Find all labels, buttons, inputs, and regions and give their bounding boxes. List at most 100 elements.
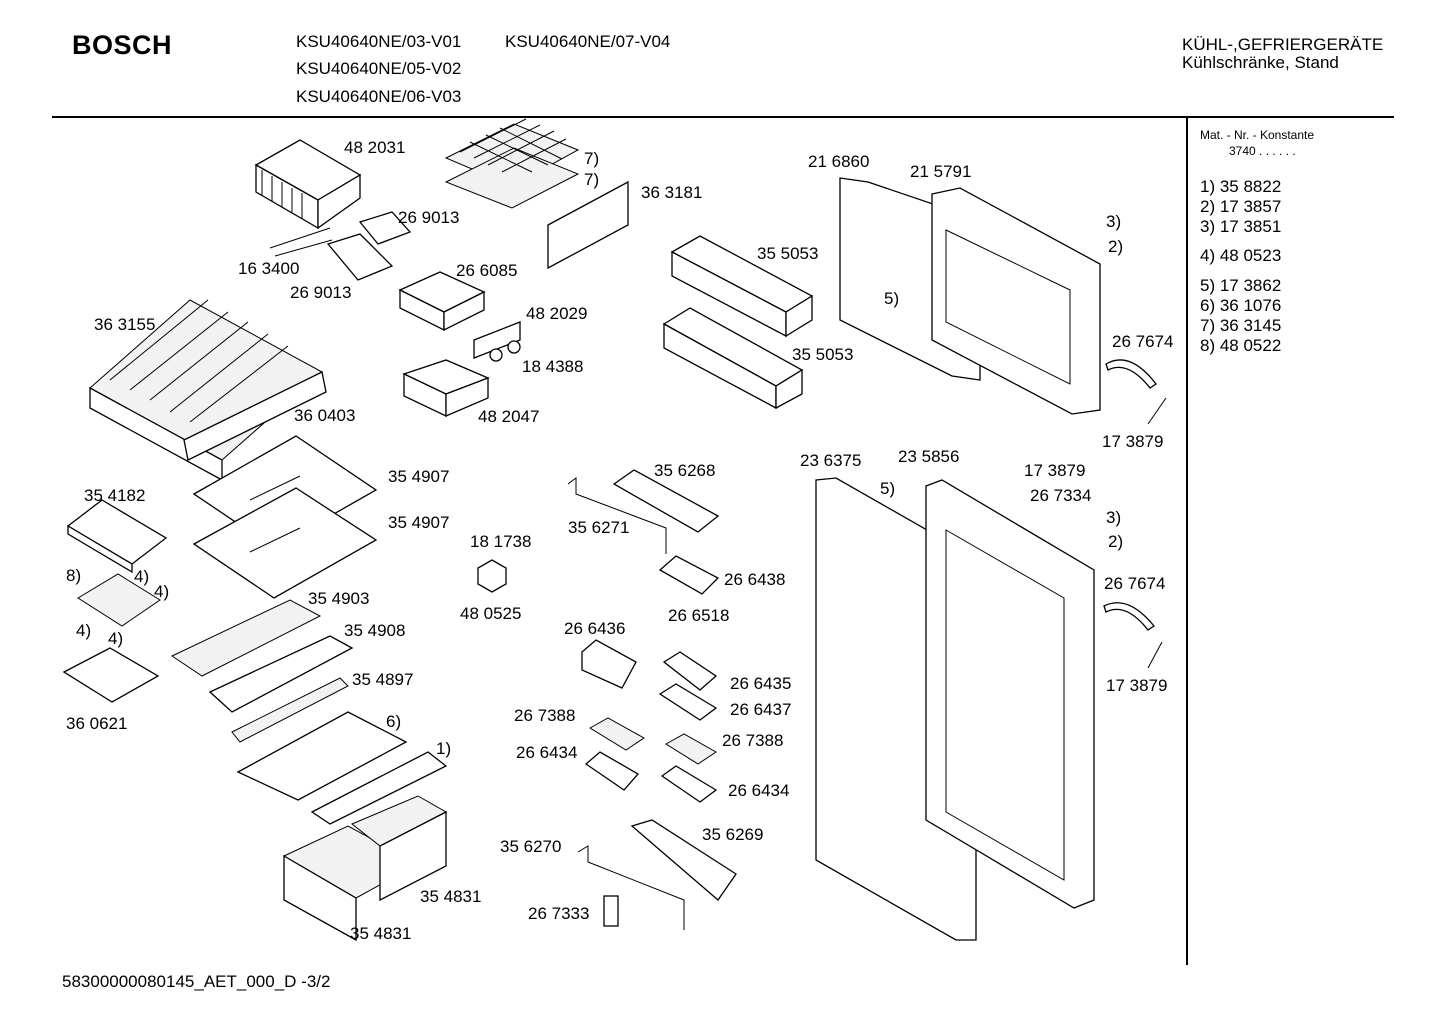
part-label: 26 7388 [514,706,576,725]
part-label: 26 9013 [290,283,352,302]
model-number: KSU40640NE/05-V02 [296,59,462,78]
sidebar-item: 2) 17 3857 [1200,197,1282,216]
part-label: 17 3879 [1106,676,1168,695]
small-bin-part [660,765,718,803]
part-label: 26 6438 [724,570,786,589]
small-drawer-part [402,359,490,418]
wire-grid-part [444,118,580,209]
part-label: 35 5053 [757,244,819,263]
part-label: 26 9013 [398,208,460,227]
egg-tray-part [66,499,168,574]
door-shelf-part [630,819,737,901]
part-label: 4) [76,621,92,640]
freezer-box-part [254,139,362,230]
small-bin-part [658,683,718,721]
part-label: 26 7333 [528,904,590,923]
part-label: 18 4388 [522,357,584,376]
part-label: 26 6435 [730,674,792,693]
crisper-cover-part [236,711,408,801]
part-label: 35 4182 [84,486,146,505]
sidebar-item: 3) 17 3851 [1200,217,1282,236]
part-label: 18 1738 [470,532,532,551]
cover-strip-part [310,751,448,825]
handle-part [1105,359,1157,389]
part-label: 26 7674 [1104,574,1166,593]
part-label: 8) [66,566,82,585]
rod-part [567,477,667,554]
part-label: 7) [584,170,600,189]
small-tray-part [62,647,160,703]
part-label: 35 4897 [352,670,414,689]
part-label: 4) [154,582,170,601]
door-bin-part [670,235,814,338]
part-label: 35 4907 [388,467,450,486]
part-label: 35 6270 [500,837,562,856]
part-label: 26 7388 [722,731,784,750]
door-bin-part [662,307,804,410]
part-label: 35 4907 [388,513,450,532]
part-label: 36 0621 [66,714,128,733]
door-shelf-part [612,469,720,533]
sidebar-item: 7) 36 3145 [1200,316,1282,335]
sidebar-item: 5) 17 3862 [1200,276,1282,295]
small-box-part [77,573,161,627]
shelf-cover-part [170,599,322,677]
part-label: 26 6518 [668,606,730,625]
ice-tray-part [269,211,412,281]
brand-logo: BOSCH [72,30,173,60]
egg-holder-part [589,717,645,751]
part-label: 26 6085 [456,261,518,280]
sidebar-item: 4) 48 0523 [1200,246,1282,265]
part-label: 4) [134,567,150,586]
part-label: 48 2047 [478,407,540,426]
part-label: 36 0403 [294,406,356,425]
part-label: 35 5053 [792,345,854,364]
part-label: 21 6860 [808,152,870,171]
part-label: 36 3155 [94,315,156,334]
knob-part [507,340,521,354]
leader-line [1147,641,1163,669]
rod-part [577,845,685,930]
part-label: 2) [1108,532,1124,551]
part-label: 35 4908 [344,621,406,640]
part-label: 7) [584,149,600,168]
small-bin-part [581,639,637,689]
glass-plate-part [547,180,629,270]
sidebar-header: Mat. - Nr. - Konstante [1200,128,1315,142]
small-holder-part [398,271,486,332]
part-label: 36 3181 [641,183,703,202]
part-label: 26 6436 [564,619,626,638]
part-label: 26 6434 [516,743,578,762]
part-label: 48 2029 [526,304,588,323]
part-label: 35 4831 [350,924,412,943]
small-bin-part [662,651,718,691]
part-label: 35 4903 [308,589,370,608]
part-label: 48 2031 [344,138,406,157]
bottle-holder-part [658,555,720,595]
leader-line [1147,397,1167,425]
part-label: 2) [1108,237,1124,256]
fridge-door-part [815,477,1095,941]
category-subtitle: Kühlschränke, Stand [1182,53,1339,72]
sidebar-item: 1) 35 8822 [1200,177,1282,196]
part-label: 4) [108,629,124,648]
part-label: 35 6269 [702,825,764,844]
glass-shelf-part [192,435,378,599]
clip-part [603,895,619,927]
header-divider [52,116,1394,118]
part-label: 26 7334 [1030,486,1092,505]
sidebar-divider [1186,117,1188,965]
crisper-drawer-part [282,795,448,942]
part-label: 6) [386,712,402,731]
knob-part [489,348,503,362]
vent-strip-part [231,677,349,743]
part-label: 23 5856 [898,447,960,466]
egg-holder-part [665,733,717,765]
document-id: 58300000080145_AET_000_D -3/2 [62,972,331,991]
model-number: KSU40640NE/06-V03 [296,87,462,106]
part-label: 35 6268 [654,461,716,480]
part-label: 3) [1106,508,1122,527]
part-label: 48 0525 [460,604,522,623]
cube-part [477,559,507,593]
category-title: KÜHL-,GEFRIERGERÄTE [1182,35,1384,54]
